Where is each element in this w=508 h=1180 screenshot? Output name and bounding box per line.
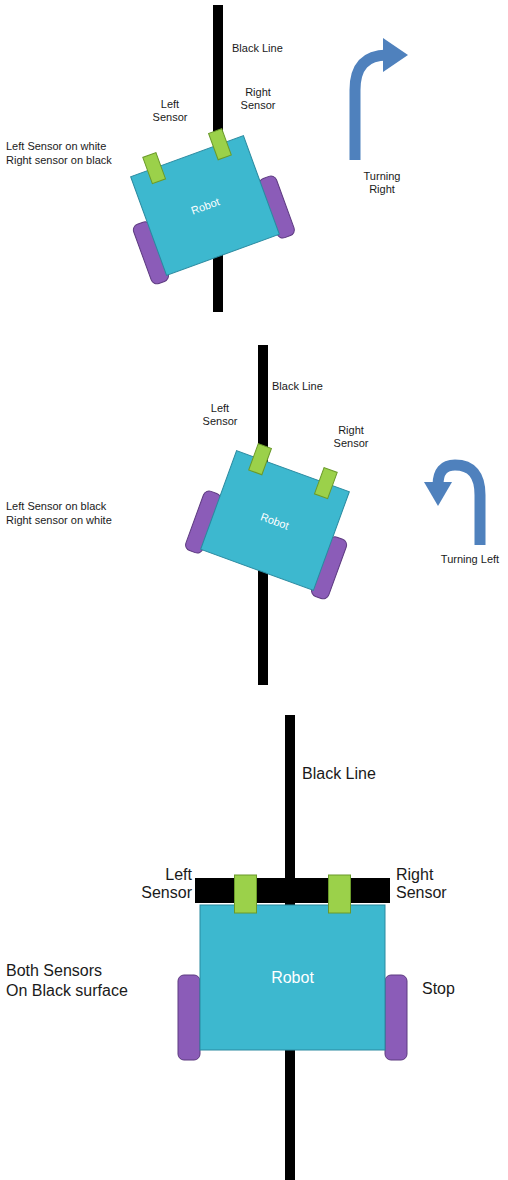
annotation-label: Turning Left xyxy=(440,553,500,566)
annotation-label: Black Line xyxy=(302,765,376,783)
annotation-label: Left Sensor xyxy=(136,866,192,903)
stop-bar xyxy=(195,878,390,903)
annotation-label: Right Sensor xyxy=(328,424,374,449)
annotation-label: Right Sensor xyxy=(235,86,281,111)
sensor xyxy=(209,128,232,159)
robot-label: Robot xyxy=(271,969,314,987)
turn-left-arrow xyxy=(424,465,480,545)
wheel xyxy=(385,975,407,1060)
robot-body: Robot xyxy=(131,135,280,275)
annotation-label: Left Sensor xyxy=(148,98,192,123)
annotation-label: Turning Right xyxy=(352,170,412,195)
annotation-label: Right Sensor xyxy=(396,866,456,903)
annotation-label: Right sensor on black xyxy=(6,154,112,167)
annotation-label: Black Line xyxy=(232,42,283,55)
robot-body: Robot xyxy=(201,450,350,590)
sensor xyxy=(329,875,351,913)
annotation-label: Left Sensor xyxy=(198,402,242,427)
robot-body: Robot xyxy=(200,905,385,1050)
sensor xyxy=(314,467,337,498)
annotation-label: Right sensor on white xyxy=(6,514,112,527)
annotation-label: Left Sensor on black xyxy=(6,500,106,513)
annotation-label: Black Line xyxy=(272,380,323,393)
sensor xyxy=(143,152,166,183)
wheel xyxy=(178,975,200,1060)
sensor xyxy=(235,875,257,913)
robot-chassis xyxy=(201,450,350,590)
annotation-label: On Black surface xyxy=(6,982,128,1000)
annotation-label: Stop xyxy=(422,980,455,998)
robot-chassis xyxy=(131,135,280,275)
turn-right-arrow xyxy=(355,38,408,160)
annotation-label: Both Sensors xyxy=(6,962,102,980)
robot-chassis xyxy=(200,905,385,1050)
sensor xyxy=(249,443,272,474)
annotation-label: Left Sensor on white xyxy=(6,140,106,153)
